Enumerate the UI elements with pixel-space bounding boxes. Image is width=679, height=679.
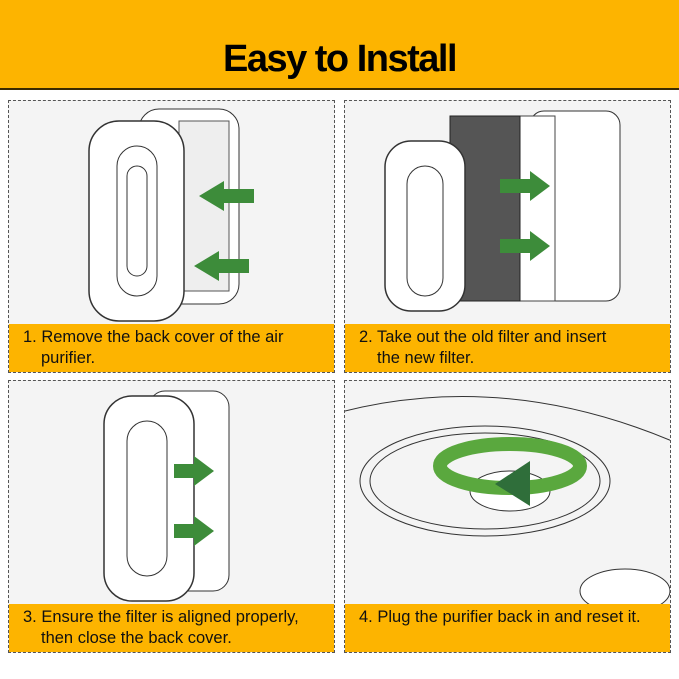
filter-replace-illustration (384, 110, 621, 312)
step-2-caption: 2. Take out the old filter and insert th… (345, 324, 670, 372)
step-4-panel: 4. Plug the purifier back in and reset i… (344, 380, 671, 653)
arrow-icon (199, 181, 254, 211)
arrow-icon (500, 171, 550, 201)
step-4-caption: 4. Plug the purifier back in and reset i… (345, 604, 670, 652)
step-1-caption: 1. Remove the back cover of the air puri… (9, 324, 334, 372)
reset-dial-illustration (345, 395, 670, 611)
step-2-panel: 2. Take out the old filter and insert th… (344, 100, 671, 373)
header-banner: Easy to Install (0, 0, 679, 90)
arrow-icon (174, 456, 214, 486)
step-3-panel: 3. Ensure the filter is aligned properly… (8, 380, 335, 653)
arrow-icon (174, 516, 214, 546)
step-3-caption: 3. Ensure the filter is aligned properly… (9, 604, 334, 652)
purifier-close-cover-illustration (103, 390, 230, 602)
purifier-remove-cover-illustration (88, 108, 254, 322)
arrow-icon (500, 231, 550, 261)
page-title: Easy to Install (222, 38, 458, 80)
arrow-icon (194, 251, 249, 281)
step-1-panel: 1. Remove the back cover of the air puri… (8, 100, 335, 373)
